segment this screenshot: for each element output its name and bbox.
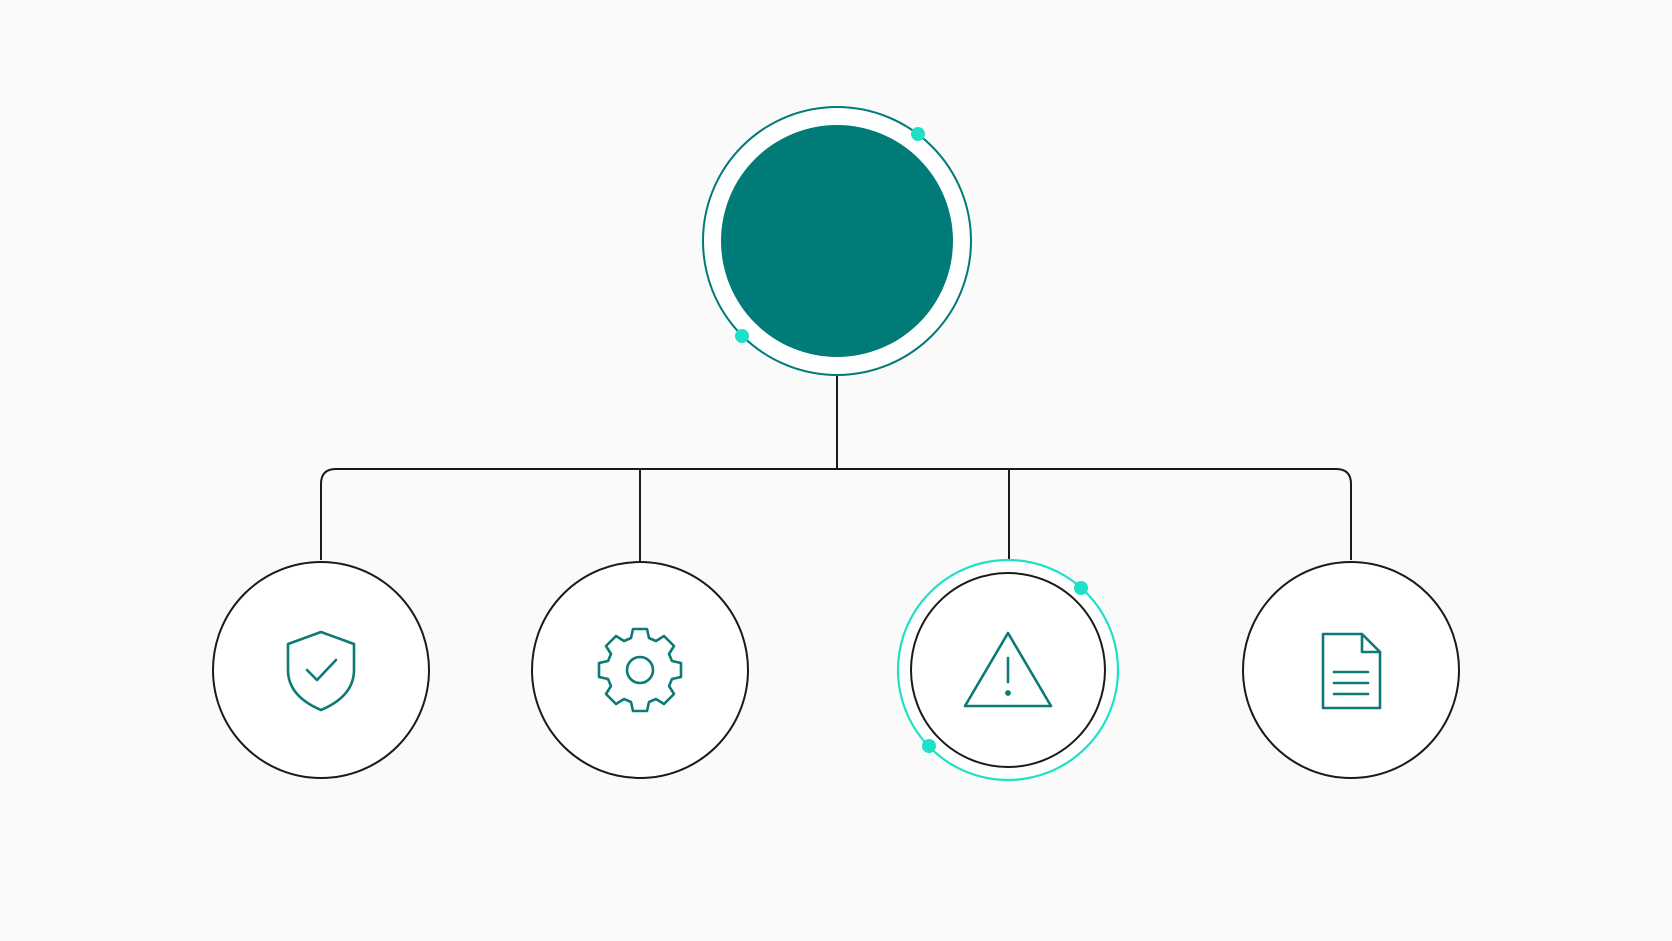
shield-check-icon [286,630,356,712]
child-node-1[interactable] [212,561,430,779]
child-node-2[interactable] [531,561,749,779]
branch-bar [320,468,1352,560]
gear-icon [597,627,683,713]
child-node-4[interactable] [1242,561,1460,779]
child-node-circle [531,561,749,779]
child-node-circle [212,561,430,779]
child-node-circle [1242,561,1460,779]
highlight-dot-bottom [922,739,936,753]
root-node[interactable] [702,106,972,376]
root-orbit-dot-top [911,127,925,141]
highlight-dot-top [1074,581,1088,595]
child-node-3[interactable] [896,558,1120,782]
root-orbit-dot-bottom [735,329,749,343]
warning-triangle-icon [963,631,1053,708]
document-icon [1321,632,1382,710]
connectors [320,376,1352,562]
root-node-fill [721,125,953,357]
